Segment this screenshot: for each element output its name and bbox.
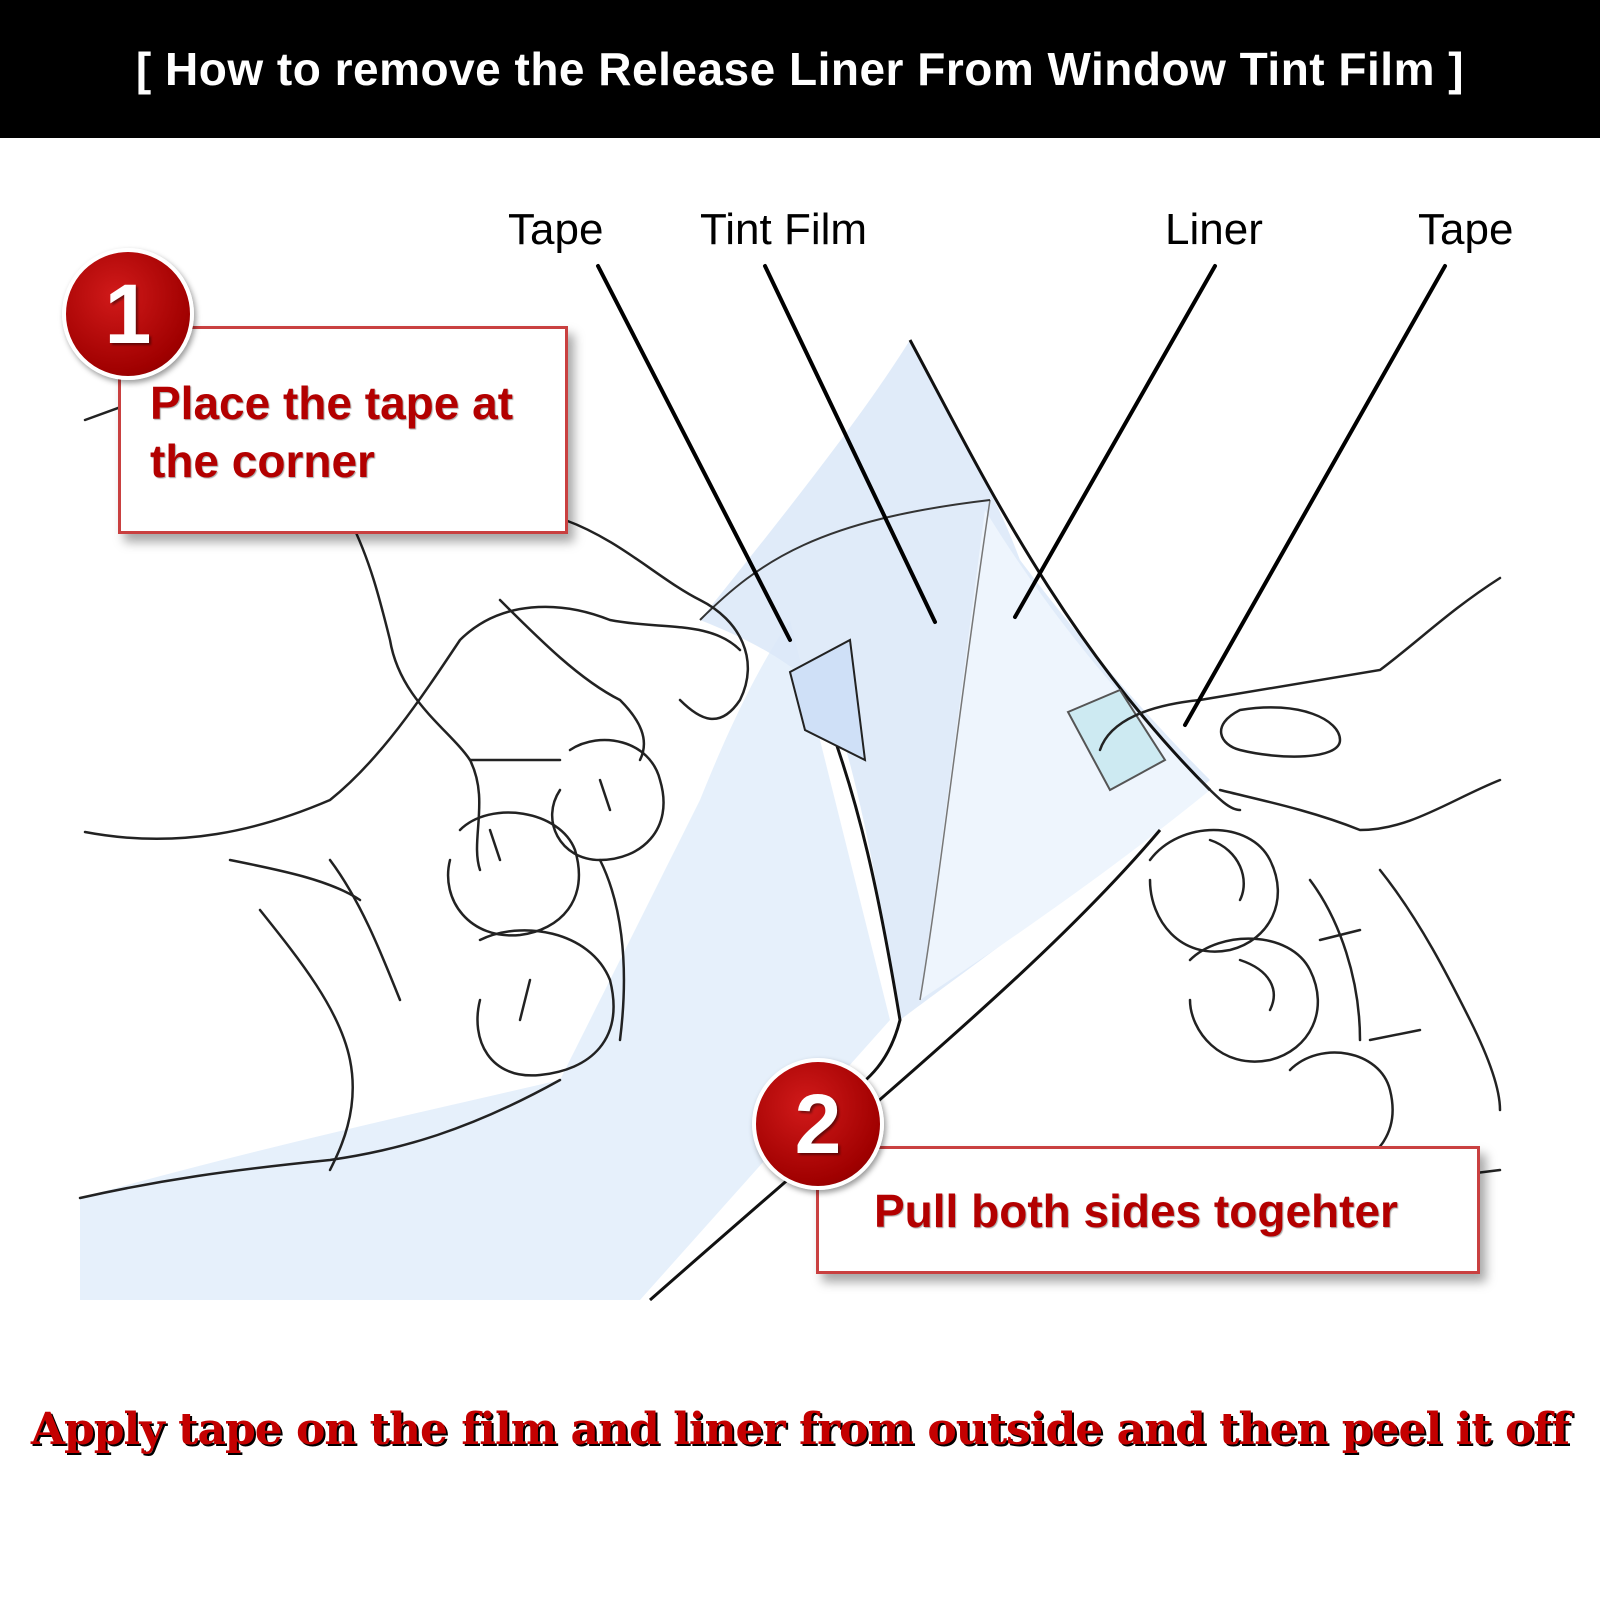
instruction-caption: Apply tape on the film and liner from ou… [30, 1404, 1570, 1455]
step-2-text: Pull both sides togehter [874, 1185, 1398, 1237]
tape-right-label: Tape [1418, 205, 1514, 254]
liner-label: Liner [1165, 205, 1263, 254]
liner-pointer [1013, 264, 1217, 619]
step-1-text-line1: Place the tape at [150, 377, 514, 429]
tape-piece-left [788, 638, 867, 762]
tape-left-pointer [596, 264, 792, 642]
film-diagonal-line [919, 499, 991, 1001]
step-1-number: 1 [104, 267, 152, 361]
page-title: [ How to remove the Release Liner From W… [135, 43, 1465, 95]
tape-right-pointer [1183, 264, 1447, 727]
tape-left-label: Tape [508, 205, 604, 254]
liner-sheet [920, 510, 1210, 1000]
film-fold-line [818, 699, 902, 1102]
tint-film-pointer [763, 264, 937, 624]
tint-film-sheet [80, 620, 890, 1300]
tint-film-illustration [78, 264, 1502, 1302]
film-edge-line [908, 339, 1212, 792]
step-2-number: 2 [794, 1077, 842, 1171]
step-2-badge: 2 [752, 1058, 884, 1190]
step-1-badge: 1 [62, 248, 194, 380]
tint-film-label: Tint Film [700, 205, 868, 254]
header-bar: [ How to remove the Release Liner From W… [0, 0, 1600, 138]
tape-piece-right [1066, 688, 1167, 792]
step-1-text-line2: the corner [150, 435, 375, 487]
callout-lines [596, 264, 1447, 727]
step-2-box [816, 1146, 1480, 1274]
film-top-line [699, 499, 991, 621]
step-1-box [118, 326, 568, 534]
right-hand-sketch [1098, 576, 1502, 1182]
liner-edge-line [649, 829, 1162, 1302]
left-hand-sketch [78, 398, 750, 1200]
